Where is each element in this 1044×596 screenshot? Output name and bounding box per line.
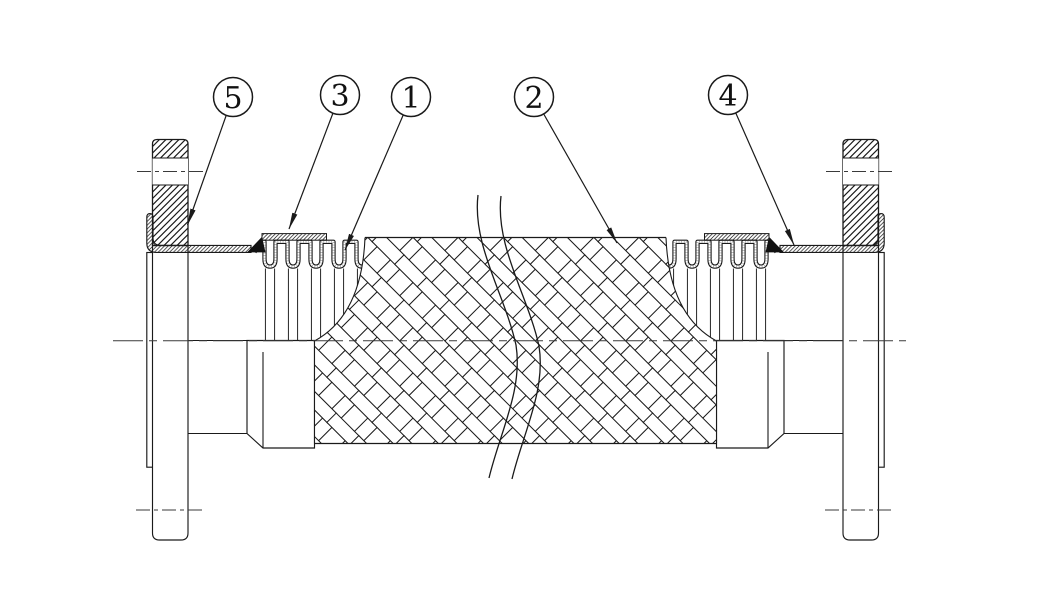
callout-4-number: 4: [718, 79, 737, 114]
callout-4-circle: [707, 74, 749, 116]
braid-band-left: [261, 233, 327, 241]
callout-4-leader: [735, 113, 795, 246]
callout-1-number: 1: [401, 81, 420, 116]
flange-section-right: [842, 138, 880, 247]
callout-5: 5: [186, 76, 254, 226]
callout-2-circle: [513, 76, 555, 118]
braid-band-right: [704, 233, 770, 241]
callout-2-leader: [543, 114, 618, 244]
callout-2: 2: [513, 76, 618, 244]
weld-left: [247, 236, 266, 253]
callout-3-leader: [288, 112, 334, 230]
wire-braid: [313, 236, 718, 445]
callout-4: 4: [707, 74, 795, 246]
callout-5-leader: [186, 115, 227, 226]
callout-5-number: 5: [223, 81, 242, 116]
flange-section-left: [151, 138, 189, 247]
weld-right: [765, 236, 784, 253]
break-lines: [476, 194, 541, 480]
callout-3-circle: [319, 74, 361, 116]
callout-3-number: 3: [330, 79, 349, 114]
callout-3: 3: [288, 74, 361, 230]
braid-tear-edge-left: [314, 237, 366, 342]
braid-tear-edge-right: [665, 237, 717, 342]
callout-5-circle: [212, 76, 254, 118]
callout-2-number: 2: [524, 81, 543, 116]
callout-1: 1: [344, 76, 432, 251]
callout-1-circle: [390, 76, 432, 118]
callout-1-leader: [344, 115, 404, 251]
